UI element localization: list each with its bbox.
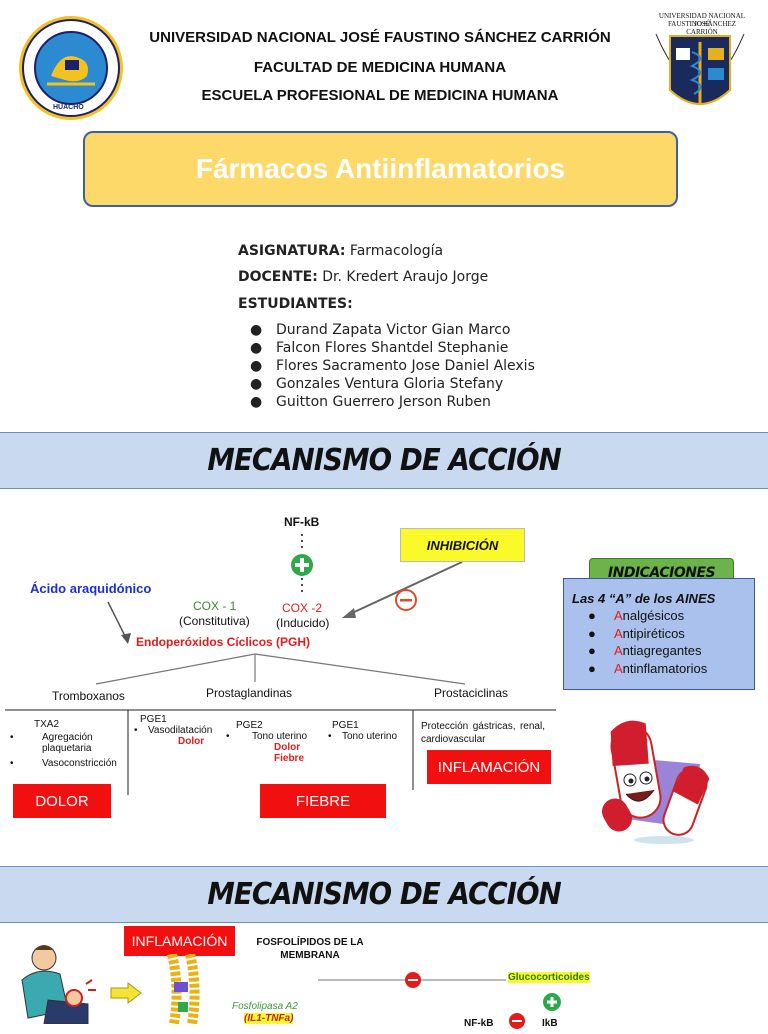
pge1-dolor: Dolor [178,736,205,747]
docente-line: DOCENTE: Dr. Kredert Araujo Jorge [238,269,488,285]
page-title: Fármacos Antiinflamatorios [195,153,566,184]
prostaciclinas-label: Prostaciclinas [434,686,509,700]
mechanism-arrows [5,534,556,795]
endoperoxidos-label: Endoperóxidos Cíclicos (PGH) [136,635,311,649]
seal-bottom-text: HUACHO [53,104,84,111]
asignatura-line: ASIGNATURA: Farmacología [238,243,443,259]
right-arrow-icon [110,981,142,1005]
prostaglandinas-label: Prostaglandinas [206,686,293,700]
university-name: UNIVERSIDAD NACIONAL JOSÉ FAUSTINO SÁNCH… [149,29,611,46]
aines-item: ●Antiagregantes [588,643,702,658]
nfkb-label: NF-kB [284,515,320,529]
asignatura-value: Farmacología [345,243,444,259]
pge1-item: Vasodilatación [134,725,234,736]
student-item: ●Falcon Flores Shantdel Stephanie [250,340,509,356]
patient-illustration [8,940,108,1025]
student-item: ●Guitton Guerrero Jerson Ruben [250,394,491,410]
aines-panel: Las 4 “A” de los AINES ●Analgésicos ●Ant… [563,578,755,690]
pge1b-label: PGE1 [332,720,359,731]
section-band-2: MECANISMO DE ACCIÓN [0,866,768,923]
section-title-1: MECANISMO DE ACCIÓN [207,443,561,478]
minus-icon-3 [509,1013,525,1029]
inhibicion-label: INHIBICIÓN [426,537,499,553]
fosfolipasa-label: Fosfolipasa A2 [232,1001,298,1012]
student-item: ●Durand Zapata Victor Gian Marco [250,322,511,338]
pge1-block-b: PGE1 Tono uterino [328,720,413,742]
il1-label: (IL1-TNFa) [244,1013,294,1024]
fiebre-box: FIEBRE [260,784,386,818]
docente-label: DOCENTE: [238,269,318,285]
cox1-label: COX - 1 [193,599,237,613]
inflamacion-box-2: INFLAMACIÓN [124,926,235,956]
pge2-dolor: Dolor [274,742,301,753]
acido-label: Ácido araquidónico [30,581,152,596]
aines-list: ●Analgésicos ●Antipiréticos ●Antiagregan… [572,607,754,677]
docente-value: Dr. Kredert Araujo Jorge [317,269,489,285]
pge1b-item: Tono uterino [328,731,413,742]
cox1-sub: (Constitutiva) [179,614,250,628]
inhibicion-box: INHIBICIÓN [400,528,525,562]
faculty-name: FACULTAD DE MEDICINA HUMANA [253,59,507,76]
txa2-item: Vasoconstricción [10,758,128,769]
student-item: ●Flores Sacramento Jose Daniel Alexis [250,358,535,374]
dolor-box: DOLOR [13,784,111,818]
logo-text-2: FAUSTINO SÁNCHEZ CARRIÓN [667,20,737,36]
cox2-sub: (Inducido) [276,616,330,630]
txa2-item: Agregación plaquetaria [10,732,128,754]
plus-icon-2 [543,993,561,1011]
pge2-label: PGE2 [236,720,263,731]
txa2-label: TXA2 [34,719,60,730]
estudiantes-label: ESTUDIANTES: [238,296,353,312]
proteccion-text: Protección gástricas, renal, cardiovascu… [421,721,545,745]
fosfolipidos-label: FOSFOLÍPIDOS DE LA MEMBRANA [256,937,364,961]
aines-item: ●Antinflamatorios [588,660,708,676]
logo-text-1: UNIVERSIDAD NACIONAL JOSÉ [658,12,746,28]
pge1-block-a: PGE1 Vasodilatación Dolor [134,714,234,747]
pge2-item: Tono uterino [226,731,326,742]
indicaciones-label: INDICACIONES [607,565,716,581]
aines-item: ●Analgésicos [588,608,685,623]
plus-icon [290,553,314,577]
minus-icon [394,588,418,612]
pge2-block: PGE2 Tono uterino Dolor Fiebre [226,720,326,764]
asignatura-label: ASIGNATURA: [238,243,346,259]
pge1-label: PGE1 [140,714,167,725]
school-logo-right: UNIVERSIDAD NACIONAL JOSÉ FAUSTINO SÁNCH… [648,10,752,132]
membrane-illustration [160,952,210,1025]
pge2-fiebre: Fiebre [274,753,305,764]
section-band-1: MECANISMO DE ACCIÓN [0,432,768,489]
school-name: ESCUELA PROFESIONAL DE MEDICINA HUMANA [201,87,559,104]
minus-icon-2 [405,972,421,988]
inflamacion-box: INFLAMACIÓN [427,750,551,784]
estudiantes-line: ESTUDIANTES: [238,296,353,312]
university-seal-left: HUACHO [17,14,125,122]
section-title-2: MECANISMO DE ACCIÓN [207,877,561,912]
aines-item: ●Antipiréticos [588,625,685,641]
title-banner: Fármacos Antiinflamatorios [83,131,678,207]
cox2-label: COX -2 [282,601,323,615]
pill-mascot-illustration [600,718,730,850]
aines-title: Las 4 “A” de los AINES [572,591,716,606]
glucocorticoides-label: Glucocorticoides [508,972,590,983]
txa2-block: TXA2 Agregación plaquetaria Vasoconstric… [10,719,128,769]
student-item: ●Gonzales Ventura Gloria Stefany [250,376,504,392]
tromboxanos-label: Tromboxanos [52,689,125,703]
